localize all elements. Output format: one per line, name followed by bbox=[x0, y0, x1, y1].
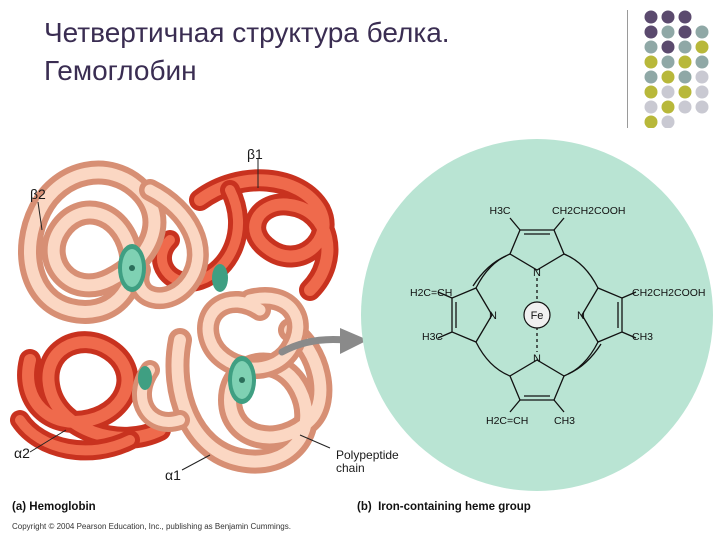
decor-dot bbox=[644, 10, 658, 24]
decor-dot bbox=[661, 25, 675, 39]
polypeptide-line-1: Polypeptide bbox=[336, 448, 399, 462]
decor-dot bbox=[644, 85, 658, 99]
decor-dot bbox=[678, 40, 692, 54]
sub-top-right: CH2CH2COOH bbox=[552, 205, 626, 217]
polypeptide-line-2: chain bbox=[336, 461, 365, 475]
label-alpha1: α1 bbox=[165, 467, 181, 483]
decor-dot bbox=[644, 40, 658, 54]
sub-bottom-left: H2C=CH bbox=[486, 415, 528, 427]
decor-dot bbox=[678, 85, 692, 99]
sub-right-lower: CH3 bbox=[632, 331, 653, 343]
nitrogen-top: N bbox=[533, 267, 541, 279]
zoom-arrow bbox=[278, 336, 349, 356]
decor-dot bbox=[661, 100, 675, 114]
title-line-2: Гемоглобин bbox=[44, 55, 197, 86]
iron-atom bbox=[523, 301, 551, 329]
decor-dot bbox=[661, 70, 675, 84]
decor-dot bbox=[695, 85, 709, 99]
sub-left-lower: H3C bbox=[422, 331, 443, 343]
caption-heme-group: (b) Iron-containing heme group bbox=[357, 501, 531, 513]
decor-dot bbox=[644, 70, 658, 84]
label-beta2: β2 bbox=[30, 186, 46, 202]
decor-dot bbox=[661, 85, 675, 99]
decor-dot bbox=[695, 25, 709, 39]
decor-dot bbox=[678, 70, 692, 84]
decor-dot bbox=[695, 100, 709, 114]
decor-dot bbox=[661, 10, 675, 24]
caption-hemoglobin: (a) Hemoglobin bbox=[12, 501, 96, 513]
decor-dot bbox=[644, 100, 658, 114]
sub-right-upper: CH2CH2COOH bbox=[632, 287, 706, 299]
decor-dot-grid bbox=[644, 10, 709, 128]
heme-disc-4 bbox=[138, 366, 152, 390]
caption-b-text: Iron-containing heme group bbox=[378, 501, 531, 513]
decor-dot bbox=[661, 55, 675, 69]
label-beta1: β1 bbox=[247, 146, 263, 162]
label-alpha2: α2 bbox=[14, 445, 30, 461]
heme-disc-3 bbox=[212, 264, 228, 292]
decor-dot bbox=[661, 115, 675, 128]
nitrogen-left: N bbox=[489, 310, 497, 322]
hemoglobin-illustration bbox=[10, 158, 368, 474]
decor-dot bbox=[695, 40, 709, 54]
sub-left-upper: H2C=CH bbox=[410, 287, 452, 299]
iron-label: Fe bbox=[531, 310, 544, 322]
caption-a-letter: (a) bbox=[12, 501, 27, 513]
decor-dot bbox=[678, 100, 692, 114]
title-line-1: Четвертичная структура белка. bbox=[44, 17, 450, 48]
decor-dot bbox=[678, 55, 692, 69]
label-polypeptide-chain: Polypeptide chain bbox=[336, 449, 399, 475]
decor-dot bbox=[678, 10, 692, 24]
decor-divider bbox=[627, 10, 628, 128]
nitrogen-bottom: N bbox=[533, 353, 541, 365]
sub-top-left: H3C bbox=[489, 205, 510, 217]
decor-dot bbox=[644, 115, 658, 128]
decor-dot bbox=[695, 70, 709, 84]
sub-bottom-right: CH3 bbox=[554, 415, 575, 427]
caption-b-letter: (b) bbox=[357, 501, 372, 513]
heme-structure: N N N N Fe H3C CH2CH2COOH H2C=CH H3C CH2… bbox=[361, 139, 713, 491]
slide-title: Четвертичная структура белка. Гемоглобин bbox=[44, 14, 604, 90]
decor-dot bbox=[695, 55, 709, 69]
heme-disc-1 bbox=[118, 244, 146, 292]
decor-dot bbox=[661, 40, 675, 54]
decor-dot bbox=[644, 25, 658, 39]
decor-dot bbox=[644, 55, 658, 69]
decor-dot bbox=[678, 25, 692, 39]
copyright-notice: Copyright © 2004 Pearson Education, Inc.… bbox=[12, 522, 291, 531]
heme-disc-2 bbox=[228, 356, 256, 404]
caption-a-text: Hemoglobin bbox=[29, 501, 96, 513]
nitrogen-right: N bbox=[577, 310, 585, 322]
